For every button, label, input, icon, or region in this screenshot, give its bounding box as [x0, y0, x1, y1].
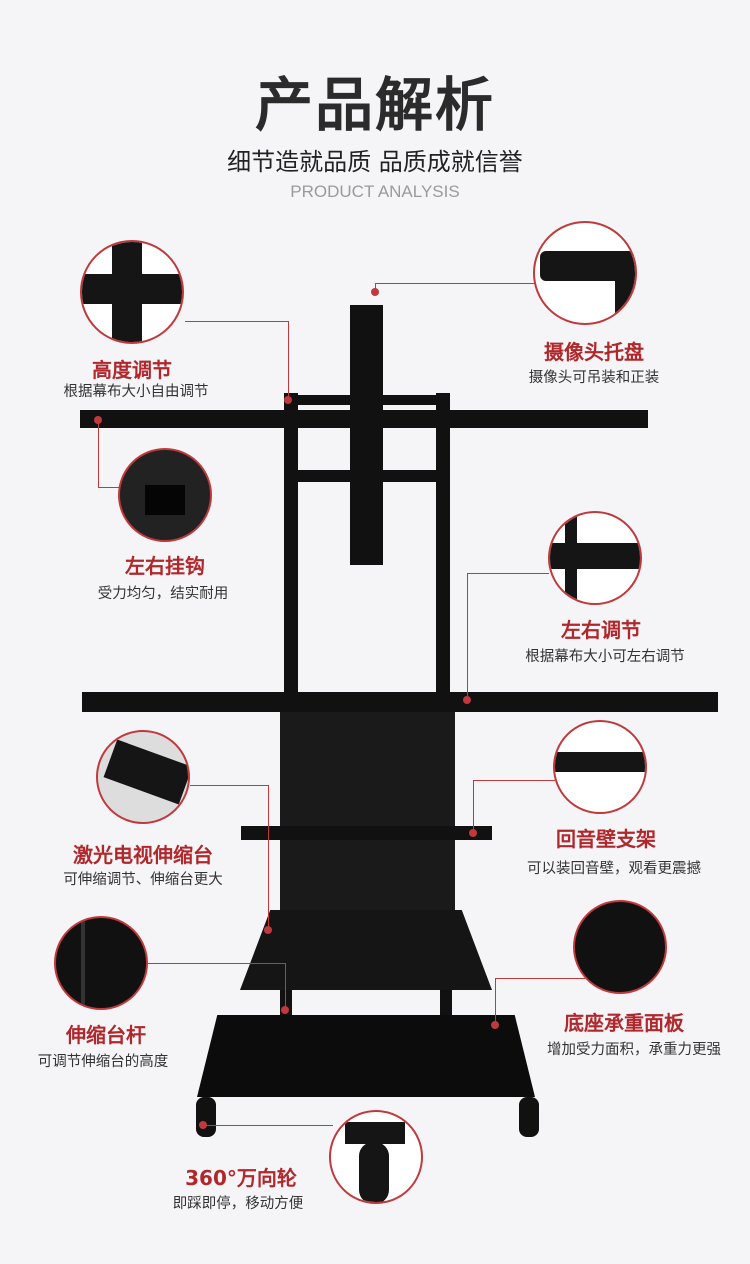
detail-base-plate-image — [573, 900, 667, 994]
feature-desc: 可调节伸缩台的高度 — [37, 1054, 169, 1070]
detail-camera-tray-image — [533, 221, 637, 325]
feature-desc: 摄像头可吊装和正装 — [528, 370, 660, 386]
bracket-top-bar — [298, 395, 436, 405]
bracket-right-rail — [436, 393, 450, 703]
wheel-left — [196, 1097, 216, 1137]
detail-height-adjust-image — [80, 240, 184, 344]
feature-desc: 根据幕布大小可左右调节 — [525, 649, 685, 665]
feature-desc: 可以装回音壁，观看更震撼 — [527, 861, 701, 877]
page-english-subtitle: PRODUCT ANALYSIS — [290, 182, 460, 201]
top-crossbar — [80, 410, 648, 428]
back-panel — [280, 712, 455, 917]
bracket-left-rail — [284, 393, 298, 703]
feature-title: 激光电视伸缩台 — [73, 843, 213, 867]
feature-title: 高度调节 — [92, 358, 172, 382]
feature-desc: 增加受力面积，承重力更强 — [547, 1042, 721, 1058]
wheel-right — [519, 1097, 539, 1137]
feature-desc: 根据幕布大小自由调节 — [63, 384, 209, 400]
detail-soundbar-bracket-image — [553, 720, 647, 814]
base-plate — [197, 1015, 535, 1097]
detail-caster-wheel-image — [329, 1110, 423, 1204]
bottom-crossbar — [82, 692, 718, 712]
feature-title: 伸缩台杆 — [66, 1023, 146, 1047]
feature-title: 摄像头托盘 — [544, 340, 644, 364]
page-subtitle: 细节造就品质 品质成就信誉 — [227, 148, 523, 176]
feature-title: 左右调节 — [561, 618, 641, 642]
feature-title: 左右挂钩 — [125, 554, 205, 578]
feature-desc: 可伸缩调节、伸缩台更大 — [63, 872, 223, 888]
detail-shelf-post-image — [54, 916, 148, 1010]
soundbar-bracket — [241, 826, 492, 840]
detail-side-adjust-image — [548, 511, 642, 605]
camera-column — [350, 305, 383, 565]
feature-title: 360°万向轮 — [185, 1166, 297, 1190]
shelf — [240, 910, 492, 990]
feature-desc: 受力均匀，结实耐用 — [97, 586, 229, 602]
page-title: 产品解析 — [254, 71, 495, 139]
bracket-mid-bar — [298, 470, 436, 482]
detail-side-hook-image — [118, 448, 212, 542]
feature-title: 回音壁支架 — [556, 827, 656, 851]
feature-desc: 即踩即停，移动方便 — [172, 1196, 304, 1212]
detail-telescopic-shelf-image — [96, 730, 190, 824]
feature-title: 底座承重面板 — [564, 1011, 684, 1035]
